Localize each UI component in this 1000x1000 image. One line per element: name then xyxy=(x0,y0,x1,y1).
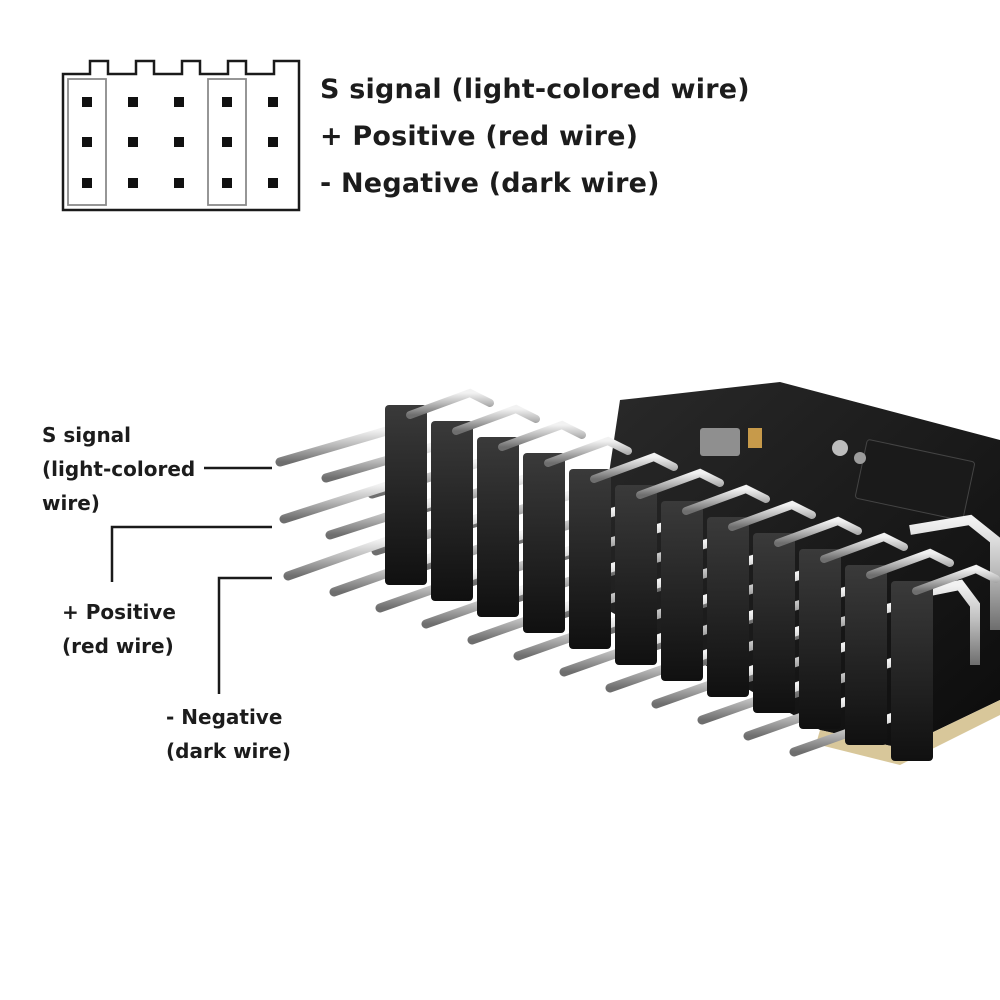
bent-pin xyxy=(909,514,1000,630)
component xyxy=(748,428,762,448)
connector-housing xyxy=(61,59,301,212)
legend-positive: + Positive (red wire) xyxy=(320,121,639,152)
callout-signal-line2: (light-colored xyxy=(42,457,196,481)
pcb-edge xyxy=(816,700,1000,765)
header-spacer xyxy=(661,501,703,681)
pin-square xyxy=(174,97,184,107)
header-pin-back xyxy=(590,452,678,483)
header-pin-back xyxy=(544,436,632,467)
callout-negative: - Negative (dark wire) xyxy=(166,700,291,768)
header-pin-back xyxy=(452,404,540,435)
legend-negative: - Negative (dark wire) xyxy=(320,168,660,199)
header-pin-back xyxy=(912,564,1000,595)
pin-square xyxy=(222,178,232,188)
pin-square xyxy=(222,97,232,107)
header-pin-back xyxy=(498,420,586,451)
header-pin-back xyxy=(728,500,816,531)
leader-line-positive xyxy=(110,525,272,582)
header-spacer xyxy=(523,453,565,633)
header-spacer xyxy=(707,517,749,697)
chip xyxy=(855,439,975,521)
signal-column-highlight-right xyxy=(207,78,247,206)
callout-negative-line1: - Negative xyxy=(166,705,283,729)
pin-square xyxy=(82,178,92,188)
header-spacer xyxy=(615,485,657,665)
header-spacer xyxy=(385,405,427,585)
header-pin-back xyxy=(682,484,770,515)
header-pin-back xyxy=(636,468,724,499)
header-pin xyxy=(275,425,395,467)
header-spacer xyxy=(845,565,887,745)
pin-square xyxy=(222,137,232,147)
legend-signal: S signal (light-colored wire) xyxy=(320,74,750,105)
pin-square xyxy=(128,178,138,188)
callout-positive-line2: (red wire) xyxy=(62,634,174,658)
servo-board-illustration xyxy=(275,382,1000,765)
pin-square xyxy=(82,137,92,147)
callout-positive-line1: + Positive xyxy=(62,600,176,624)
header-pin xyxy=(283,535,395,581)
pin-square xyxy=(268,97,278,107)
callout-negative-line2: (dark wire) xyxy=(166,739,291,763)
component xyxy=(832,440,848,456)
component xyxy=(854,452,866,464)
pin-header-array xyxy=(275,388,1000,761)
header-pin-back xyxy=(866,548,954,579)
header-spacer xyxy=(753,533,795,713)
pin-square xyxy=(82,97,92,107)
component xyxy=(700,428,740,456)
callout-positive: + Positive (red wire) xyxy=(62,595,176,663)
pin-square xyxy=(128,137,138,147)
header-pin-back xyxy=(774,516,862,547)
pin-square xyxy=(268,137,278,147)
signal-column-highlight-left xyxy=(67,78,107,206)
header-pin-back xyxy=(820,532,908,563)
pin-square xyxy=(174,178,184,188)
header-spacer xyxy=(431,421,473,601)
header-spacer xyxy=(569,469,611,649)
header-spacer xyxy=(799,549,841,729)
pin-square xyxy=(174,137,184,147)
header-pin-back xyxy=(406,388,494,419)
bent-pin xyxy=(909,579,980,665)
header-pin xyxy=(279,480,395,524)
callout-signal-line3: wire) xyxy=(42,491,100,515)
pin-square xyxy=(128,97,138,107)
connector-pinout-diagram xyxy=(61,59,301,212)
header-spacer xyxy=(891,581,933,761)
pin-square xyxy=(268,178,278,188)
pin-grid xyxy=(82,97,278,188)
callout-signal: S signal (light-colored wire) xyxy=(42,418,195,520)
callout-signal-line1: S signal xyxy=(42,423,132,447)
header-spacer xyxy=(477,437,519,617)
